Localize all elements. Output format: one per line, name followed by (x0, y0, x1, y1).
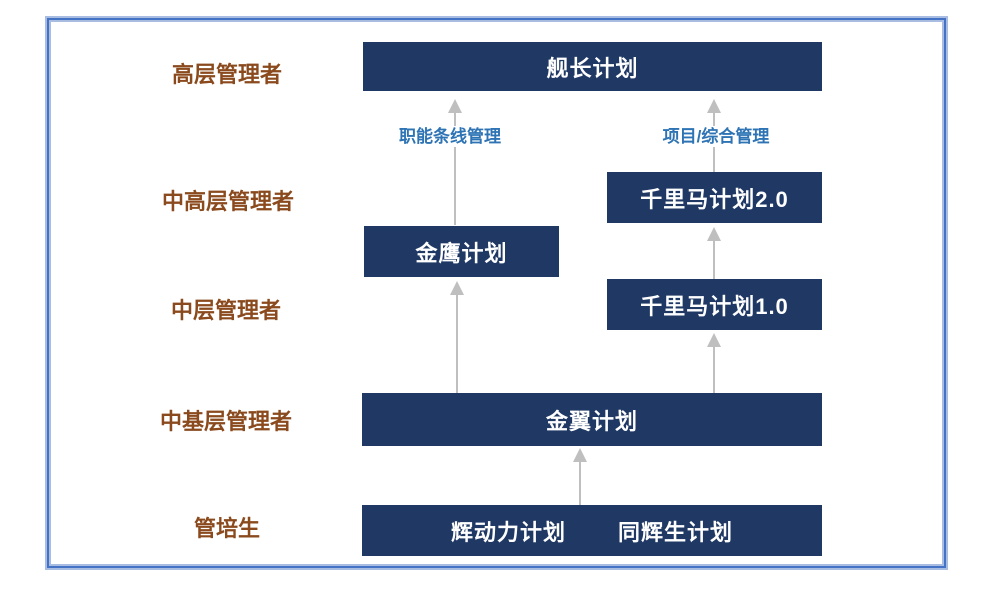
arrow-up-icon (707, 227, 721, 241)
level-label-senior-managers: 高层管理者 (171, 62, 283, 87)
arrow-qianlima1-to-qianlima2 (707, 227, 721, 279)
arrow-shaft (713, 241, 715, 279)
arrow-shaft (454, 113, 456, 225)
arrow-jinying-to-captain (448, 99, 462, 225)
arrow-up-icon (707, 333, 721, 347)
level-label-management-trainee: 管培生 (193, 516, 261, 541)
arrow-up-icon (448, 99, 462, 113)
program-label-tonghui-trainee-plan: 同辉生计划 (618, 519, 734, 545)
level-label-mid-junior-managers: 中基层管理者 (159, 409, 293, 434)
arrow-shaft (456, 295, 458, 393)
level-label-middle-managers: 中层管理者 (170, 298, 282, 323)
program-box-captain-plan: 舰长计划 (363, 42, 822, 91)
program-box-qianlima-2-0-plan: 千里马计划2.0 (607, 172, 822, 223)
arrow-jinyi-to-qianlima1 (707, 333, 721, 393)
arrow-shaft (579, 462, 581, 505)
track-label-functional-line-management: 职能条线管理 (395, 126, 505, 147)
program-box-qianlima-1-0-plan: 千里马计划1.0 (607, 279, 822, 330)
arrow-up-icon (573, 448, 587, 462)
program-box-golden-eagle-plan: 金鹰计划 (364, 226, 559, 277)
program-box-trainee-plans: 辉动力计划 同辉生计划 (362, 505, 822, 556)
track-label-project-general-management: 项目/综合管理 (658, 126, 774, 147)
program-box-golden-wing-plan: 金翼计划 (362, 393, 822, 446)
program-label-hui-power-plan: 辉动力计划 (450, 519, 566, 545)
arrow-up-icon (707, 99, 721, 113)
arrow-shaft (713, 347, 715, 393)
arrow-jinyi-to-jinying (450, 281, 464, 393)
arrow-trainee-to-jinyi (573, 448, 587, 505)
level-label-mid-senior-managers: 中高层管理者 (161, 189, 295, 214)
arrow-up-icon (450, 281, 464, 295)
